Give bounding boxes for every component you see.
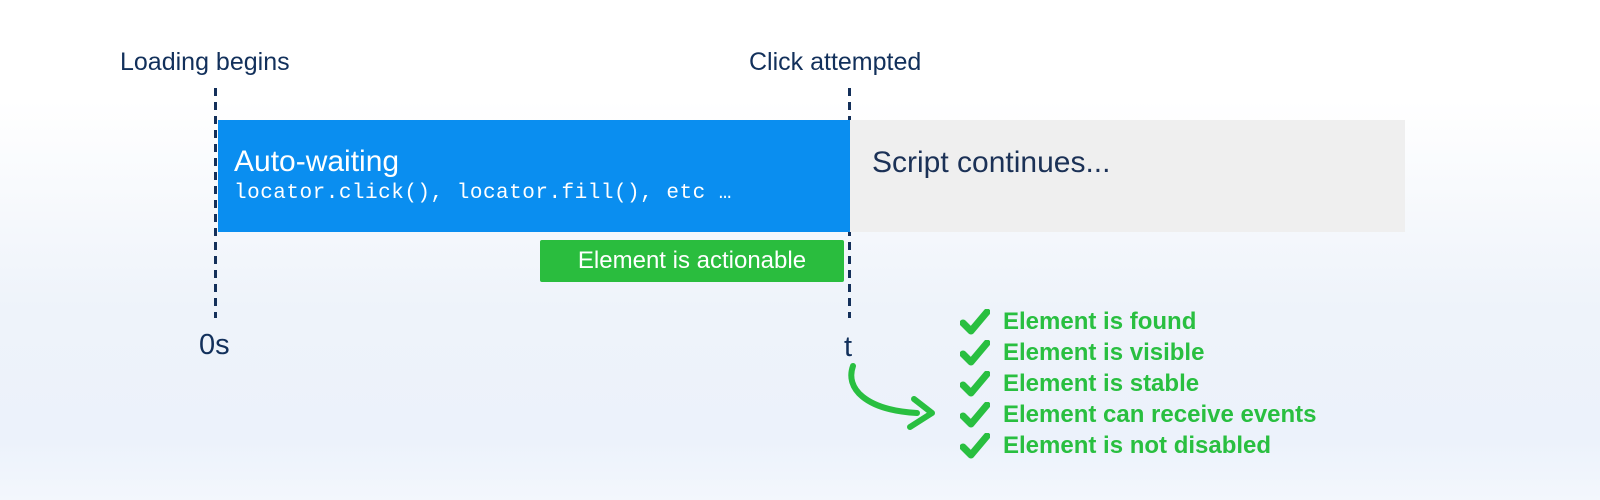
auto-waiting-title: Auto-waiting (234, 145, 400, 178)
checklist-item-label: Element is stable (1003, 370, 1200, 397)
checklist-item: Element can receive events (960, 399, 1317, 430)
check-icon (960, 401, 990, 427)
check-icon (960, 370, 990, 396)
auto-waiting-bar: Auto-waiting locator.click(), locator.fi… (218, 120, 850, 232)
time-zero-label: 0s (199, 329, 230, 361)
checklist-item-label: Element can receive events (1003, 401, 1317, 428)
checklist-item: Element is found (960, 306, 1317, 337)
checklist-item-label: Element is visible (1003, 339, 1205, 366)
checklist-item-label: Element is found (1003, 308, 1197, 335)
element-actionable-label: Element is actionable (577, 247, 807, 274)
checklist-item-label: Element is not disabled (1003, 432, 1272, 459)
script-continues-text: Script continues... (872, 146, 1111, 179)
checklist-item: Element is stable (960, 368, 1317, 399)
check-icon (960, 308, 990, 334)
click-attempted-label: Click attempted (749, 48, 922, 76)
element-actionable-badge: Element is actionable (540, 240, 844, 282)
timeline-start-dashed-line (214, 88, 217, 318)
loading-begins-label: Loading begins (120, 48, 290, 76)
actionability-checklist: Element is found Element is visible Elem… (960, 306, 1317, 461)
check-icon (960, 432, 990, 458)
time-t-label: t (844, 331, 853, 363)
checklist-item: Element is visible (960, 337, 1317, 368)
checklist-item: Element is not disabled (960, 430, 1317, 461)
script-continues-bar: Script continues... (850, 120, 1405, 232)
auto-waiting-code-text: locator.click(), locator.fill(), etc … (234, 182, 732, 205)
curved-arrow-icon (848, 363, 935, 430)
check-icon (960, 339, 990, 365)
